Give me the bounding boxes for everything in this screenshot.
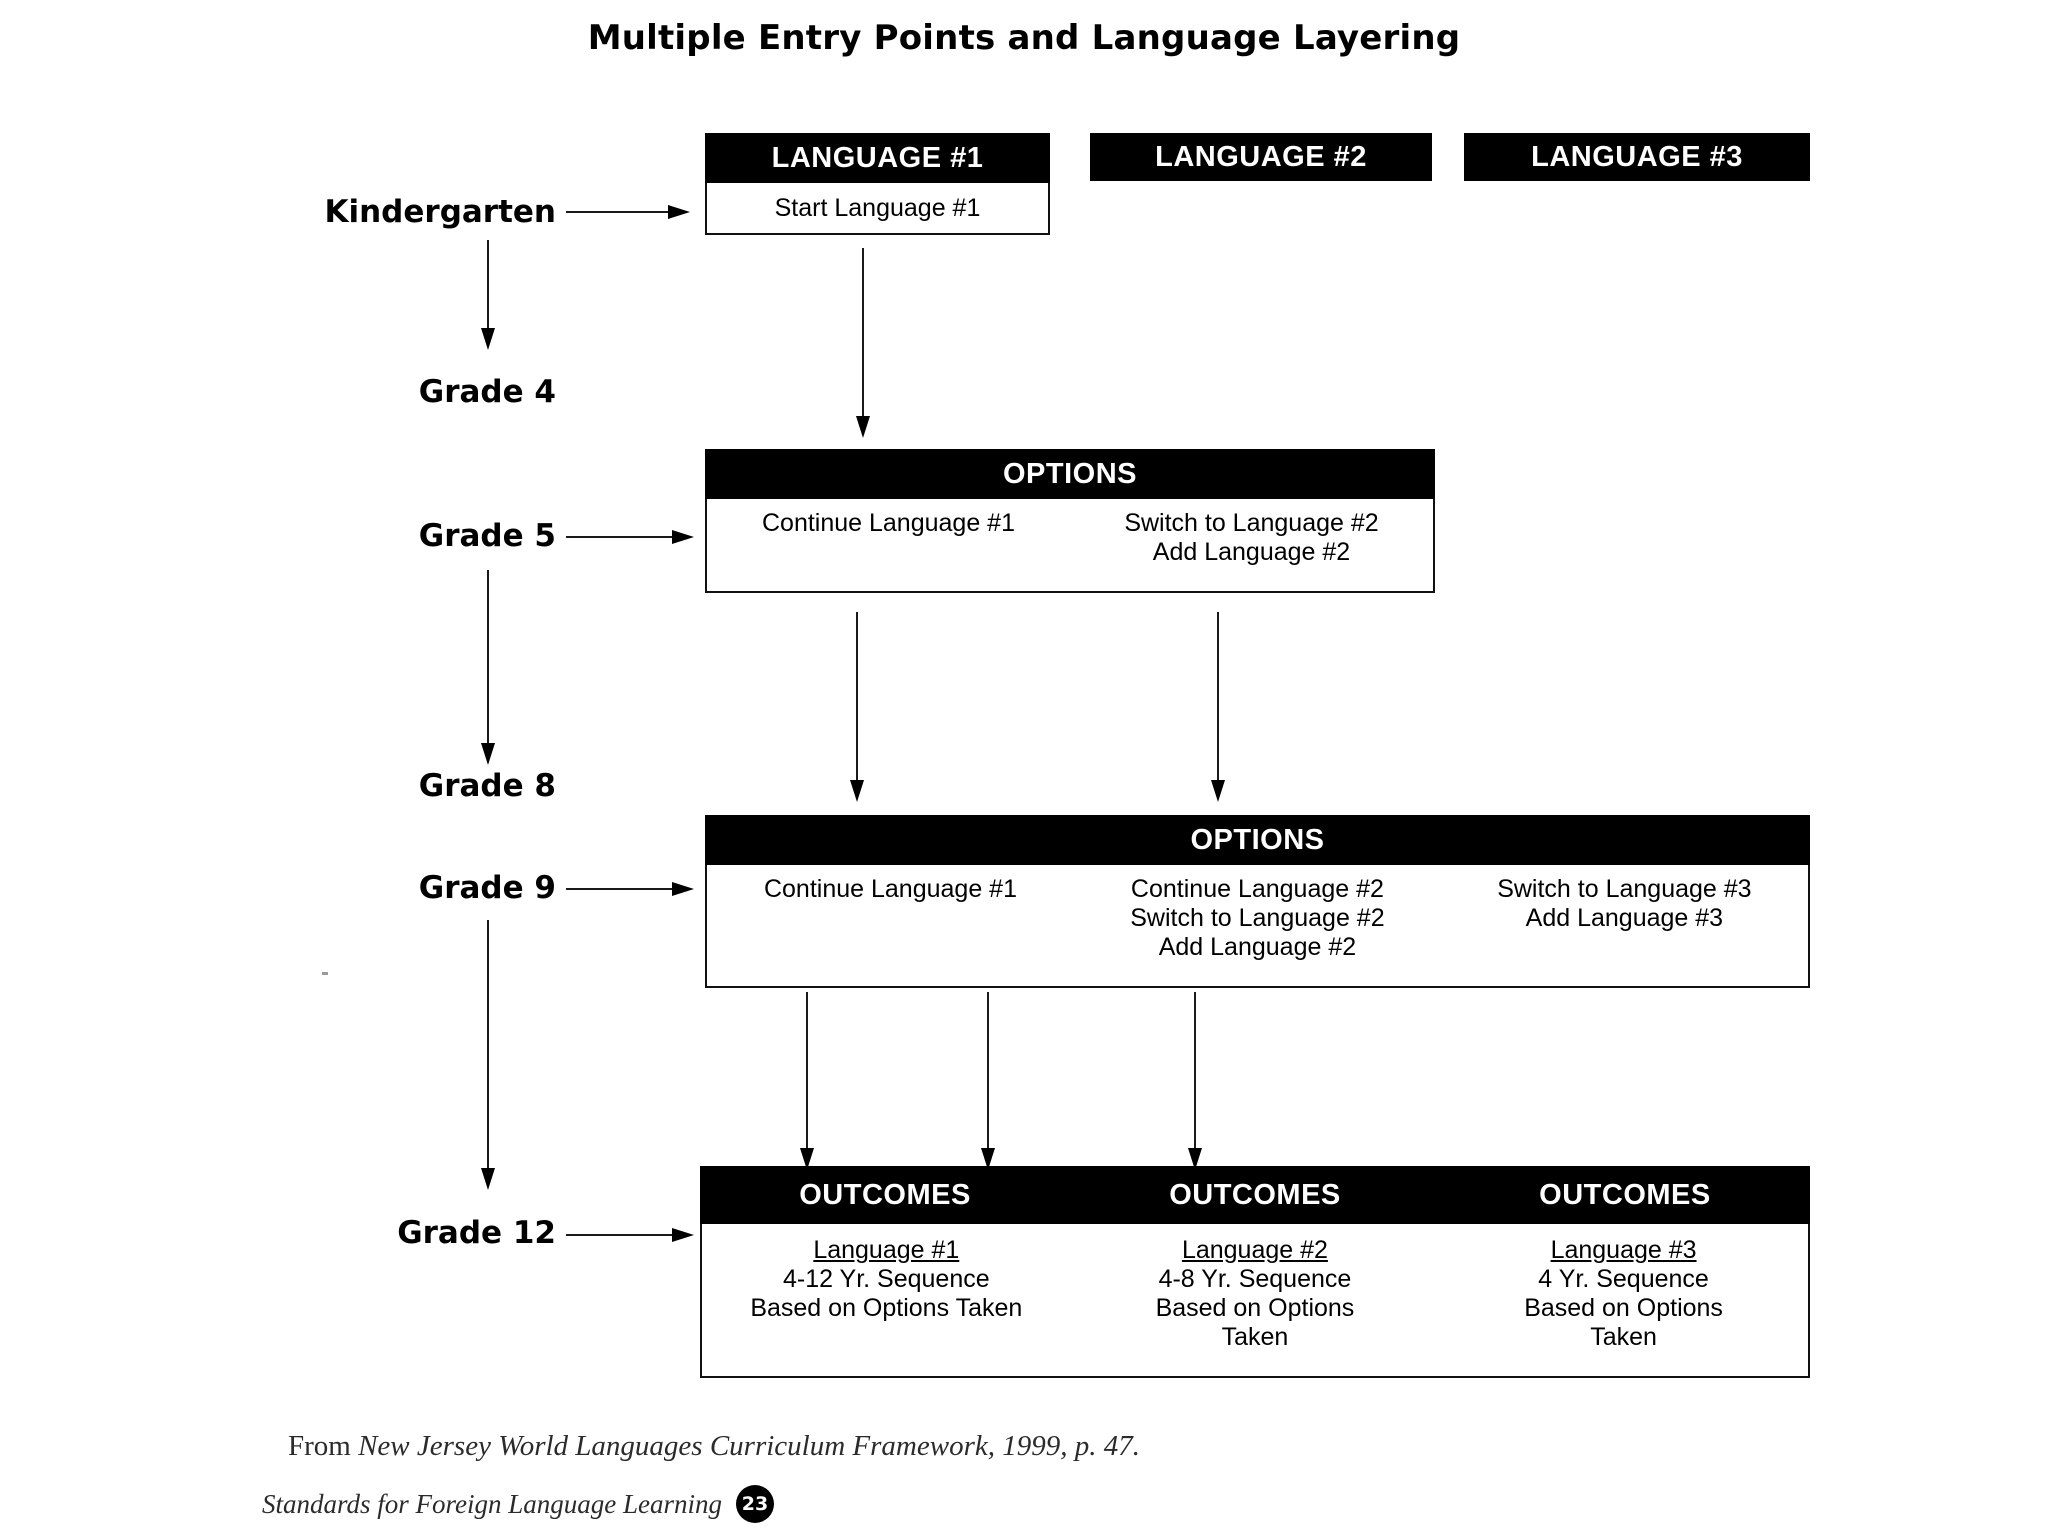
options-grade5-body: Continue Language #1 Switch to Language … [705, 499, 1435, 593]
outcomes-header-row: OUTCOMES OUTCOMES OUTCOMES [700, 1166, 1810, 1224]
outcomes-column-title: Language #2 [1181, 1236, 1328, 1264]
arrow-grade5-to-options [566, 530, 694, 544]
source-citation: From New Jersey World Languages Curricul… [288, 1430, 1140, 1463]
options-grade9-header: OPTIONS [705, 815, 1810, 865]
arrow-options9-col2-to-outcomes [981, 992, 995, 1170]
page-title: Multiple Entry Points and Language Layer… [587, 18, 1461, 58]
outcomes-line: 4-8 Yr. Sequence [1158, 1265, 1352, 1293]
options-grade9-column-1: Continue Language #1 [707, 865, 1074, 986]
arrow-options5-col1-to-options9 [850, 612, 864, 802]
outcomes-header-2: OUTCOMES [1169, 1178, 1341, 1211]
arrow-grade9-to-grade12 [481, 920, 495, 1190]
grade-label-kindergarten: Kindergarten [324, 194, 556, 230]
arrow-language1-to-options-grade5 [856, 248, 870, 438]
outcomes-line: Taken [1590, 1323, 1657, 1351]
option-line: Continue Language #1 [761, 509, 1015, 537]
outcomes-line: Based on Options [1524, 1294, 1723, 1322]
grade-label-grade-5: Grade 5 [418, 518, 556, 554]
options-grade5-column-2: Switch to Language #2 Add Language #2 [1070, 499, 1433, 591]
outcomes-line: Based on Options [1155, 1294, 1355, 1322]
arrow-kindergarten-to-language1 [566, 205, 690, 219]
outcomes-line: Taken [1221, 1323, 1289, 1351]
source-title: New Jersey World Languages Curriculum Fr… [358, 1430, 1140, 1462]
options-grade5-header: OPTIONS [705, 449, 1435, 499]
options-grade9-column-2: Continue Language #2 Switch to Language … [1074, 865, 1441, 986]
outcomes-header-3: OUTCOMES [1539, 1178, 1711, 1211]
outcomes-header-1: OUTCOMES [799, 1178, 971, 1211]
scan-speck [322, 972, 328, 975]
option-line: Switch to Language #3 [1497, 875, 1752, 903]
language-1-entry-text: Start Language #1 [705, 183, 1050, 235]
arrow-kindergarten-to-grade4 [481, 240, 495, 350]
grade-label-grade-8: Grade 8 [418, 768, 556, 804]
source-prefix: From [288, 1430, 359, 1462]
options-grade9-body: Continue Language #1 Continue Language #… [705, 865, 1810, 988]
outcomes-column-title: Language #3 [1550, 1236, 1697, 1264]
grade-label-grade-12: Grade 12 [397, 1215, 556, 1251]
option-line: Switch to Language #2 [1124, 509, 1379, 537]
outcomes-box: OUTCOMES OUTCOMES OUTCOMES Language #1 4… [700, 1166, 1810, 1378]
arrow-options9-col3-to-outcomes [1188, 992, 1202, 1170]
options-grade5-box: OPTIONS Continue Language #1 Switch to L… [705, 449, 1435, 593]
option-line: Add Language #2 [1158, 933, 1357, 961]
options-grade5-column-1: Continue Language #1 [707, 499, 1070, 591]
language-1-header: LANGUAGE #1 [705, 133, 1050, 183]
arrow-options9-col1-to-outcomes [800, 992, 814, 1170]
arrow-options5-col2-to-options9 [1211, 612, 1225, 802]
arrow-grade12-to-outcomes [566, 1228, 694, 1242]
option-line: Continue Language #2 [1130, 875, 1384, 903]
option-line: Continue Language #1 [763, 875, 1017, 903]
option-line: Add Language #2 [1152, 538, 1351, 566]
arrow-grade5-to-grade8 [481, 570, 495, 765]
option-line: Switch to Language #2 [1130, 904, 1385, 932]
language-2-header: LANGUAGE #2 [1090, 133, 1432, 181]
grade-label-grade-9: Grade 9 [418, 870, 556, 906]
language-3-header: LANGUAGE #3 [1464, 133, 1810, 181]
running-footer: Standards for Foreign Language Learning … [262, 1485, 775, 1523]
options-grade9-box: OPTIONS Continue Language #1 Continue La… [705, 815, 1810, 988]
options-grade9-column-3: Switch to Language #3 Add Language #3 [1441, 865, 1808, 986]
outcomes-body: Language #1 4-12 Yr. Sequence Based on O… [700, 1224, 1810, 1378]
page-number-badge: 23 [736, 1485, 775, 1523]
arrow-grade9-to-options [566, 882, 694, 896]
outcomes-line: Based on Options Taken [750, 1294, 1023, 1322]
outcomes-column-1: Language #1 4-12 Yr. Sequence Based on O… [702, 1224, 1071, 1376]
outcomes-column-3: Language #3 4 Yr. Sequence Based on Opti… [1439, 1224, 1808, 1376]
running-title: Standards for Foreign Language Learning [262, 1488, 723, 1519]
outcomes-column-title: Language #1 [813, 1236, 960, 1264]
outcomes-line: 4 Yr. Sequence [1538, 1265, 1709, 1293]
grade-label-grade-4: Grade 4 [418, 374, 556, 410]
option-line: Add Language #3 [1525, 904, 1724, 932]
outcomes-column-2: Language #2 4-8 Yr. Sequence Based on Op… [1071, 1224, 1440, 1376]
language-1-entry-box: LANGUAGE #1 Start Language #1 [705, 133, 1050, 235]
outcomes-line: 4-12 Yr. Sequence [782, 1265, 990, 1293]
